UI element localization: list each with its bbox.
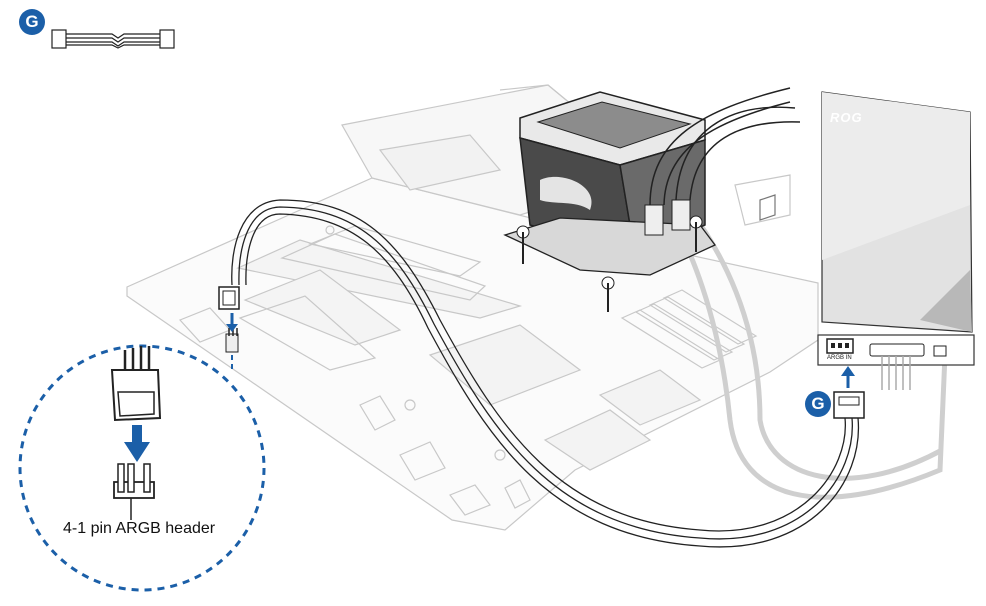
step-badge-right: G	[805, 391, 831, 417]
arrow-down-icon	[226, 313, 238, 332]
argb-cable	[231, 199, 860, 548]
port-label: ARGB IN	[827, 355, 852, 361]
brand-logo: ROG	[830, 110, 863, 125]
step-badge-top: G	[19, 9, 45, 35]
argb-connector-icon	[110, 346, 162, 422]
mb-plug	[218, 286, 240, 353]
pcie-slots	[236, 225, 523, 371]
coolant-tubes	[649, 87, 801, 206]
argb-header-icon	[113, 463, 155, 520]
controller-plug	[833, 391, 865, 419]
aio-pump-head	[503, 91, 717, 312]
header-caption: 4-1 pin ARGB header	[63, 520, 216, 537]
arrow-up-icon	[841, 366, 855, 388]
rog-controller-box	[817, 91, 975, 390]
arrow-down-icon	[124, 425, 150, 462]
cable-icon	[51, 29, 175, 49]
